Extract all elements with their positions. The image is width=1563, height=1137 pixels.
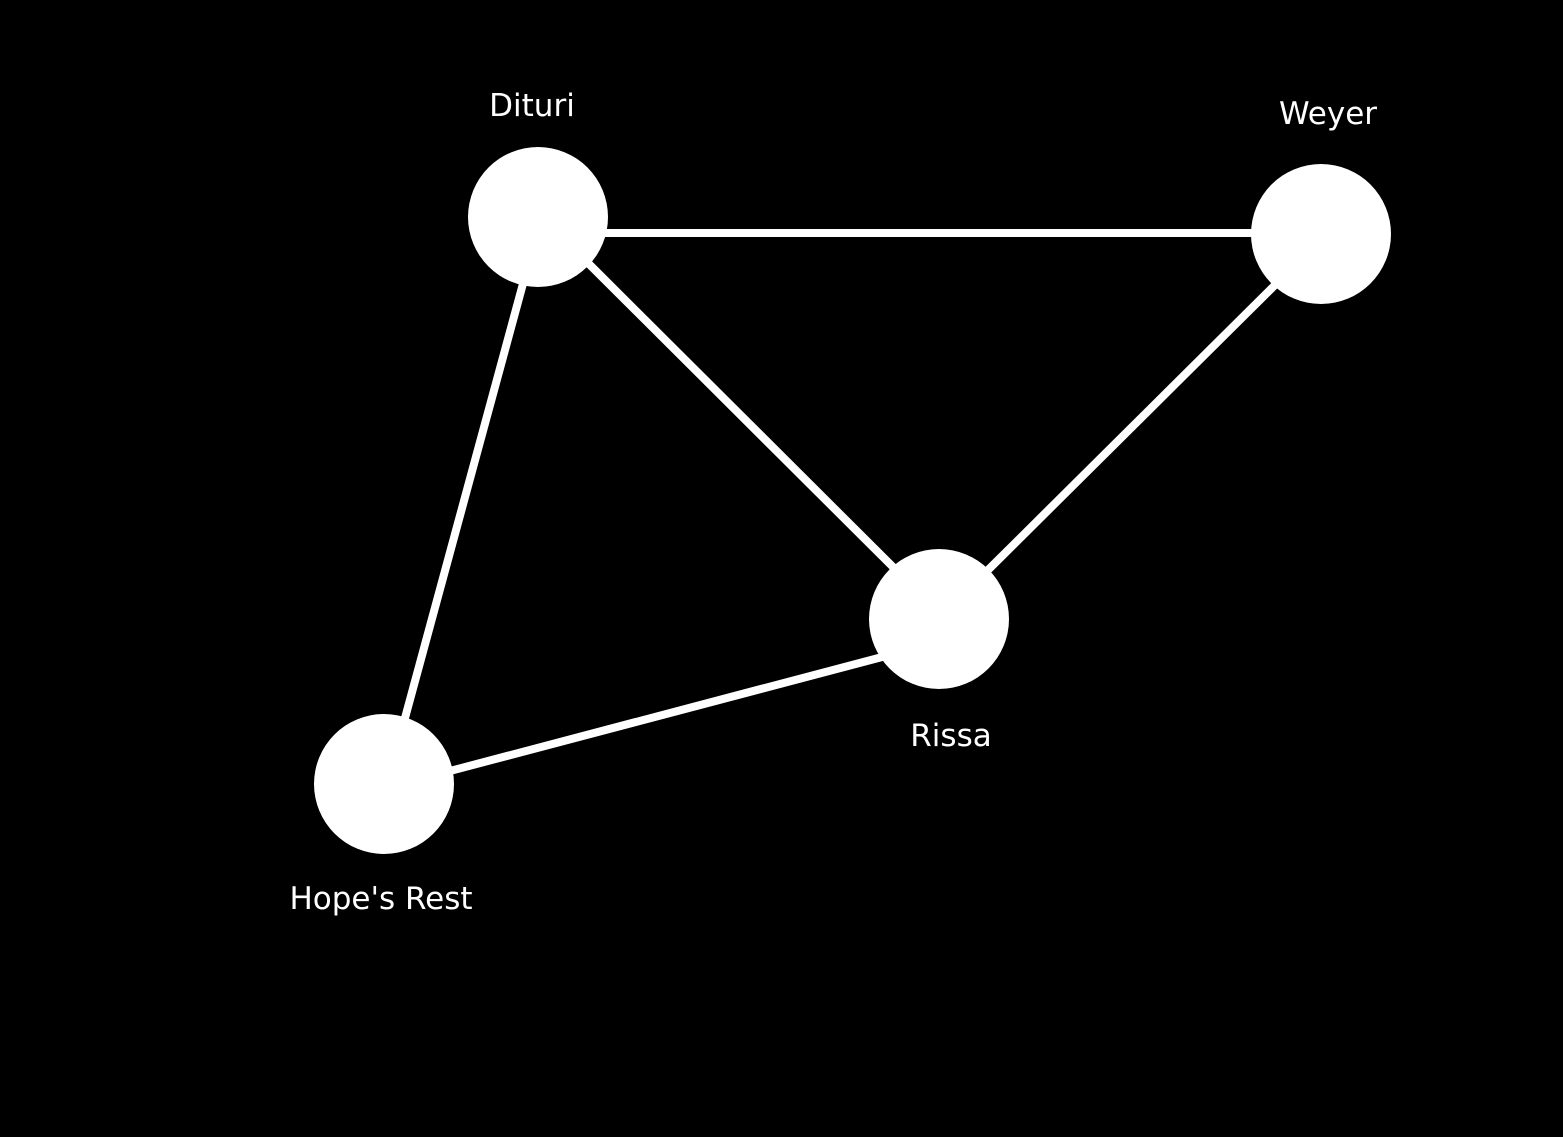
labels: Dituri Weyer Rissa Hope's Rest bbox=[289, 88, 1377, 917]
node-label-rissa: Rissa bbox=[910, 718, 991, 754]
edge-weyer-rissa bbox=[982, 280, 1280, 576]
node-label-dituri: Dituri bbox=[489, 88, 575, 124]
node-label-weyer: Weyer bbox=[1279, 96, 1377, 132]
node-dituri bbox=[468, 147, 608, 287]
edge-dituri-hopes-rest bbox=[401, 278, 528, 720]
edges bbox=[401, 229, 1280, 775]
node-weyer bbox=[1251, 164, 1391, 304]
node-label-hopes-rest: Hope's Rest bbox=[289, 881, 472, 917]
node-rissa bbox=[869, 549, 1009, 689]
edge-hopes-rest-rissa bbox=[448, 652, 888, 775]
nodes bbox=[314, 147, 1391, 854]
edge-dituri-rissa bbox=[585, 260, 899, 573]
node-hopes-rest bbox=[314, 714, 454, 854]
